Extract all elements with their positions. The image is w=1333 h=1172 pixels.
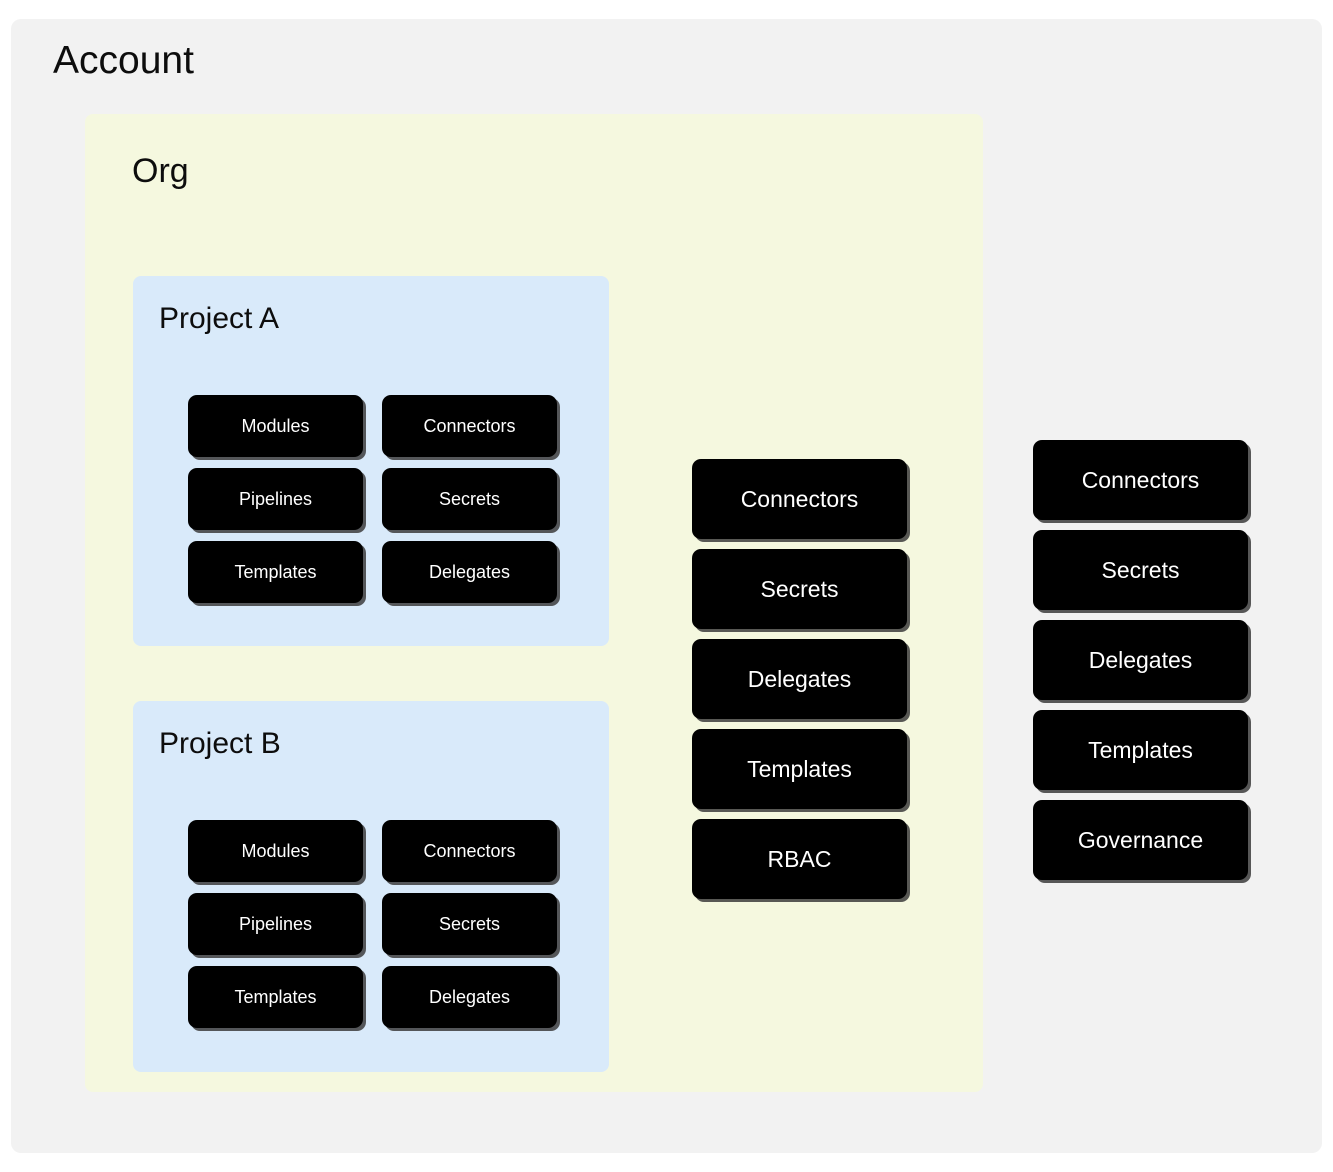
project-resource-grid: Modules Connectors Pipelines Secrets Tem… [188, 820, 557, 1028]
resource-chip[interactable]: Delegates [382, 966, 557, 1028]
org-resource-column: Connectors Secrets Delegates Templates R… [692, 459, 907, 899]
account-scope-panel: Account Org Project A Modules Connectors… [11, 19, 1322, 1153]
account-title: Account [53, 39, 194, 82]
project-scope-panel-b: Project B Modules Connectors Pipelines S… [133, 701, 609, 1072]
resource-chip[interactable]: Secrets [1033, 530, 1248, 610]
resource-chip[interactable]: Templates [692, 729, 907, 809]
resource-chip[interactable]: Connectors [382, 395, 557, 457]
resource-chip[interactable]: RBAC [692, 819, 907, 899]
resource-chip[interactable]: Modules [188, 395, 363, 457]
resource-chip[interactable]: Pipelines [188, 893, 363, 955]
org-scope-panel: Org Project A Modules Connectors Pipelin… [85, 114, 983, 1092]
project-scope-panel-a: Project A Modules Connectors Pipelines S… [133, 276, 609, 646]
resource-chip[interactable]: Templates [188, 966, 363, 1028]
account-resource-column: Connectors Secrets Delegates Templates G… [1033, 440, 1248, 880]
resource-chip[interactable]: Delegates [692, 639, 907, 719]
resource-chip[interactable]: Secrets [692, 549, 907, 629]
resource-chip[interactable]: Connectors [692, 459, 907, 539]
resource-chip[interactable]: Templates [1033, 710, 1248, 790]
project-resource-grid: Modules Connectors Pipelines Secrets Tem… [188, 395, 557, 603]
resource-chip[interactable]: Governance [1033, 800, 1248, 880]
resource-chip[interactable]: Secrets [382, 468, 557, 530]
project-title: Project B [159, 727, 281, 760]
org-title: Org [132, 152, 189, 190]
resource-chip[interactable]: Secrets [382, 893, 557, 955]
resource-chip[interactable]: Pipelines [188, 468, 363, 530]
resource-chip[interactable]: Modules [188, 820, 363, 882]
resource-chip[interactable]: Delegates [1033, 620, 1248, 700]
resource-chip[interactable]: Connectors [382, 820, 557, 882]
resource-chip[interactable]: Templates [188, 541, 363, 603]
resource-chip[interactable]: Connectors [1033, 440, 1248, 520]
project-title: Project A [159, 302, 280, 335]
resource-chip[interactable]: Delegates [382, 541, 557, 603]
